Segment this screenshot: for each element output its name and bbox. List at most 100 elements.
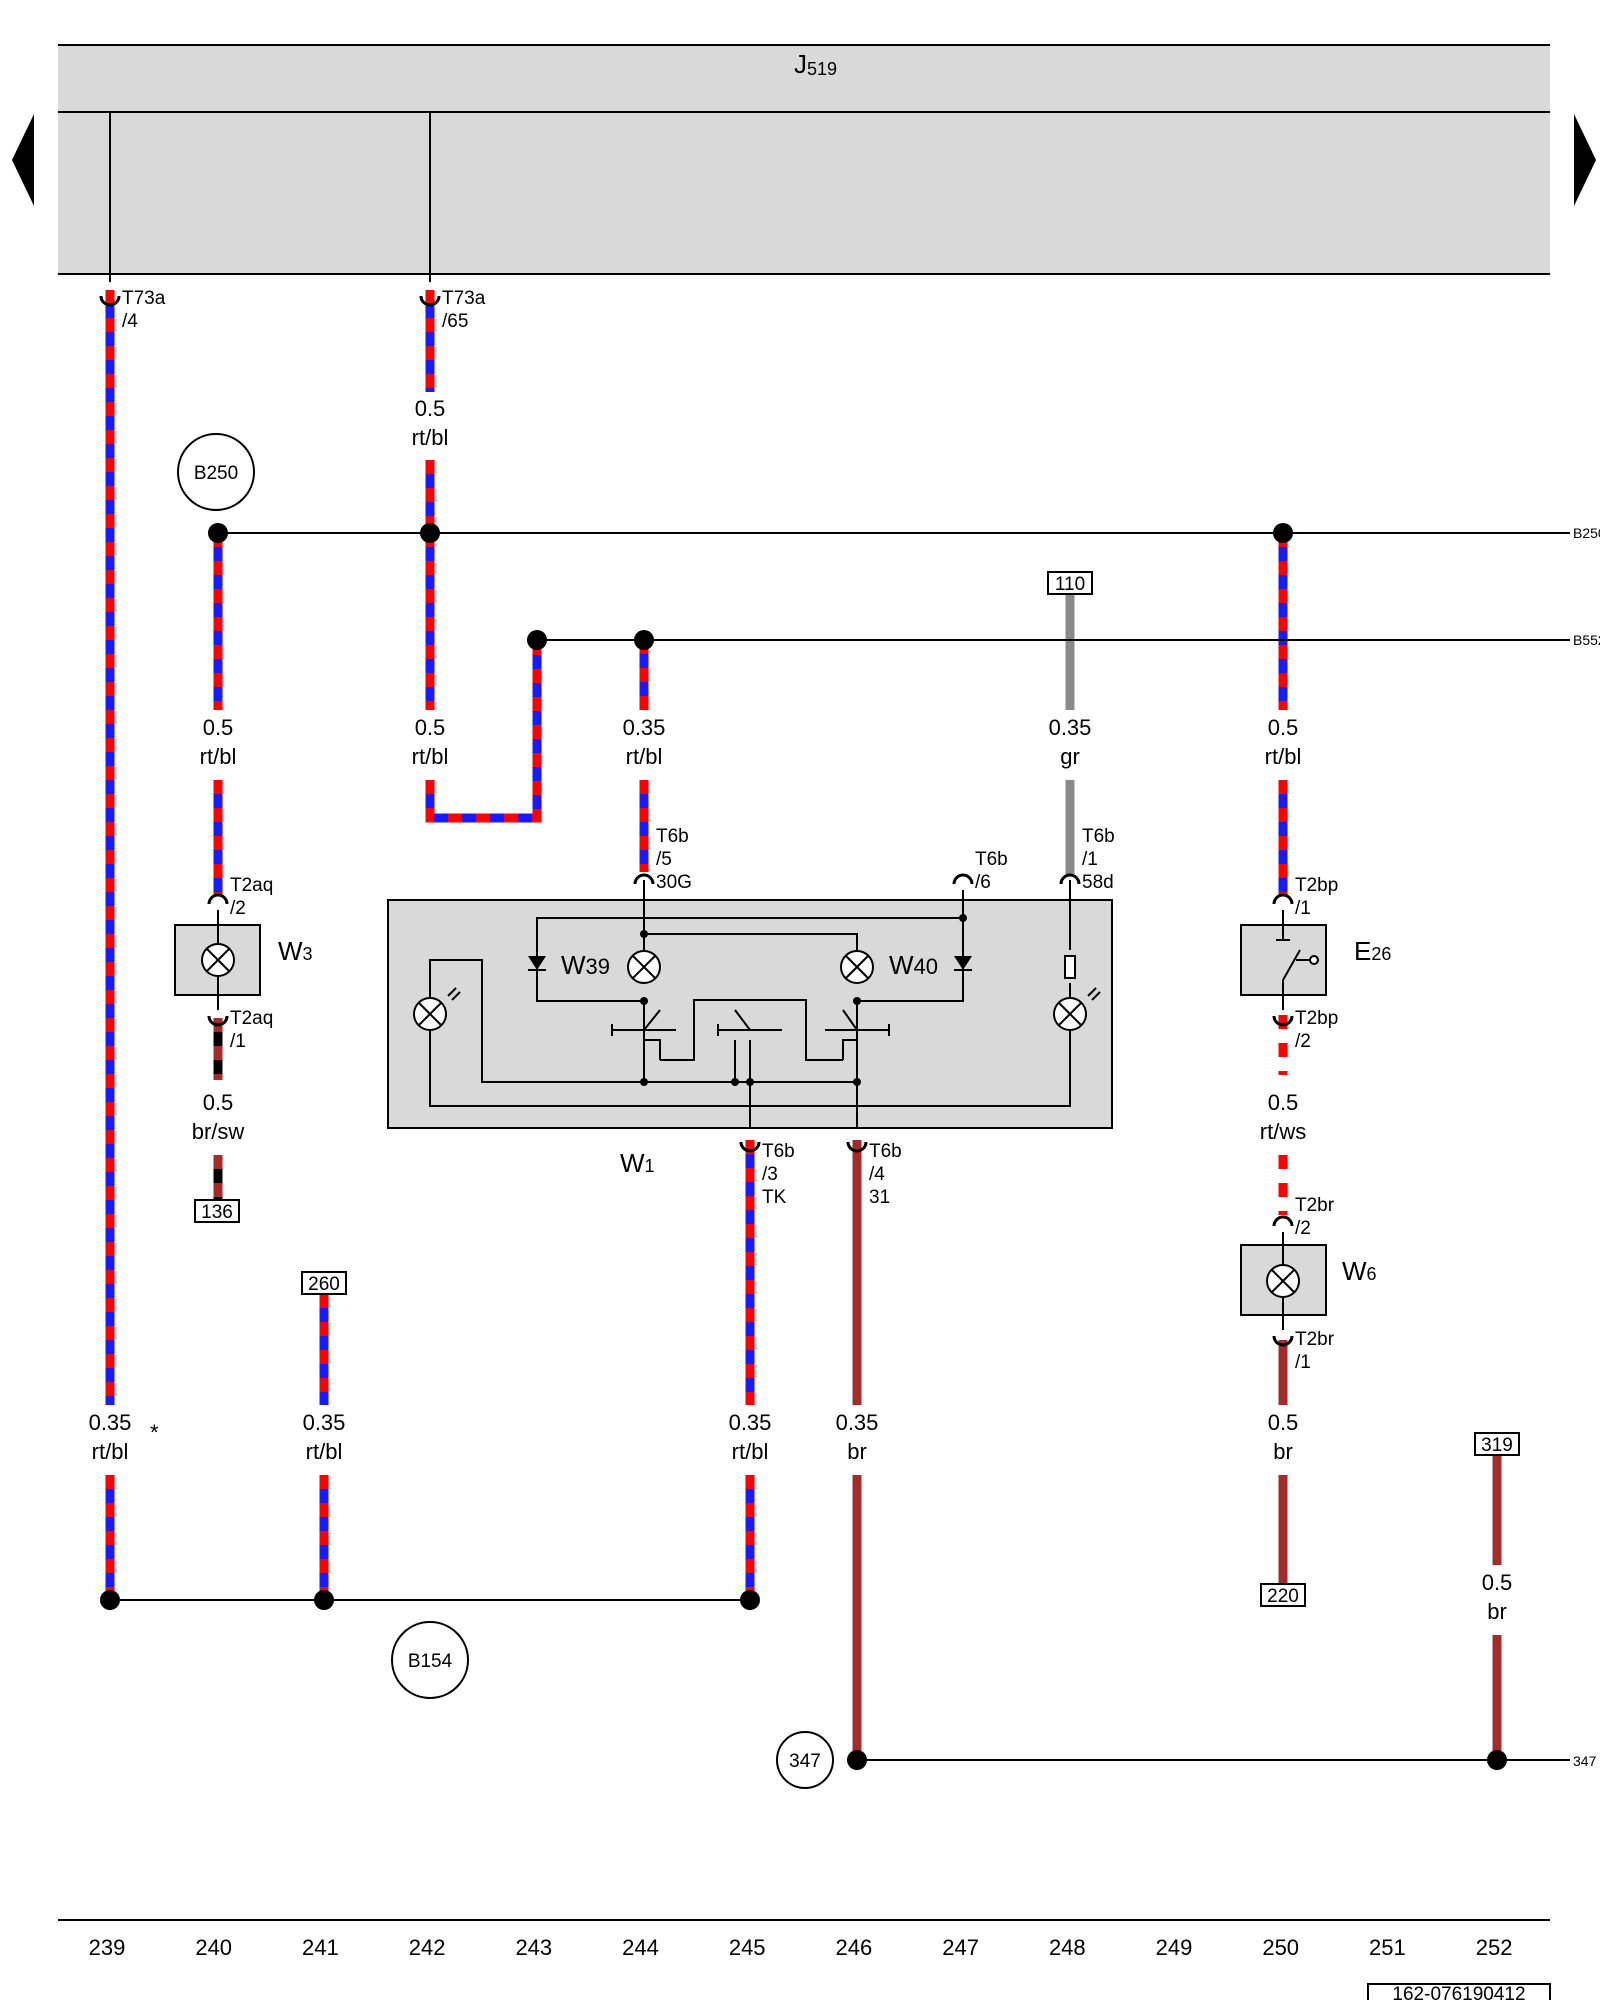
svg-text:110: 110 (1055, 574, 1085, 595)
connector-label: /2 (1295, 1031, 1311, 1052)
component-w3: W3 (278, 936, 313, 966)
ecu-body (58, 112, 1550, 274)
connector-w3_bot[interactable]: T2aq/1 (207, 1008, 273, 1052)
track-number: 243 (515, 1935, 552, 1960)
diode-icon (528, 956, 546, 970)
connector-label: /5 (656, 849, 672, 870)
svg-text:0.5: 0.5 (203, 1090, 234, 1115)
svg-text:0.5: 0.5 (1482, 1570, 1513, 1595)
svg-text:br: br (1273, 1439, 1293, 1464)
svg-text:0.35: 0.35 (1049, 715, 1092, 740)
svg-text:rt/bl: rt/bl (626, 744, 663, 769)
connector-label: T73a (442, 288, 486, 309)
connector-label: /1 (1082, 849, 1098, 870)
connector-e26_bot[interactable]: T2bp/2 (1272, 1008, 1338, 1052)
component-e26: E26 (1354, 936, 1391, 966)
led-icon (1053, 955, 1101, 1031)
page-ref-110[interactable]: 110 (1047, 571, 1093, 595)
connector-c239_top[interactable]: T73a/4 (99, 288, 166, 332)
connector-label: /1 (1295, 898, 1311, 919)
wire-label-w242_top: 0.5 rt/bl (412, 396, 449, 450)
doc-id: 162-076190412 (1392, 1984, 1525, 2000)
svg-text:0.35: 0.35 (623, 715, 666, 740)
svg-text:rt/bl: rt/bl (200, 744, 237, 769)
svg-text:319: 319 (1481, 1435, 1513, 1456)
component-w39: W39 (561, 950, 610, 980)
ref-circle-b250-label: B250 (194, 463, 238, 484)
svg-text:260: 260 (308, 1274, 340, 1295)
connector-w3_top[interactable]: T2aq/2 (207, 875, 273, 919)
connector-label: T6b (762, 1141, 795, 1162)
svg-text:136: 136 (201, 1202, 233, 1223)
connector-label: T2bp (1295, 875, 1338, 896)
connector-label: T6b (869, 1141, 902, 1162)
page-ref-220[interactable]: 220 (1260, 1583, 1306, 1607)
svg-text:0.35: 0.35 (729, 1410, 772, 1435)
svg-text:0.5: 0.5 (415, 715, 446, 740)
track-number: 239 (89, 1935, 126, 1960)
wire-label-w248: 0.35 gr (1049, 715, 1092, 769)
wire-label-w240: 0.5 rt/bl (200, 715, 237, 769)
asterisk-note: * (150, 1420, 159, 1445)
connector-e26_top[interactable]: T2bp/1 (1272, 875, 1338, 919)
wire-label-w250_low: 0.5br (1268, 1410, 1299, 1464)
svg-text:rt/bl: rt/bl (1265, 744, 1302, 769)
connector-label: 30G (656, 872, 692, 893)
svg-text:0.35: 0.35 (89, 1410, 132, 1435)
junction-dots (100, 523, 1507, 1770)
svg-text:rt/bl: rt/bl (412, 425, 449, 450)
svg-text:rt/bl: rt/bl (92, 1439, 129, 1464)
ref-circle-b154-label: B154 (408, 1651, 453, 1672)
connector-label: T73a (122, 288, 166, 309)
page-ref-136[interactable]: 136 (194, 1199, 240, 1223)
track-number: 241 (302, 1935, 339, 1960)
nav-right-arrow-icon[interactable] (1574, 114, 1596, 206)
svg-text:0.5: 0.5 (415, 396, 446, 421)
ecu-name: J519 (794, 49, 837, 79)
track-number: 240 (195, 1935, 232, 1960)
bulb-icon (201, 943, 235, 977)
svg-text:0.35: 0.35 (303, 1410, 346, 1435)
connector-label: T2br (1295, 1195, 1335, 1216)
ref-circle-347[interactable] (776, 1731, 834, 1789)
ref-circle-b250[interactable] (177, 433, 255, 511)
connector-t6b_6[interactable]: T6b/6 (952, 849, 1008, 893)
wire-label-w242_mid: 0.5rt/bl (412, 715, 449, 769)
connector-t6b_3[interactable]: T6b/3TK (739, 1141, 795, 1208)
track-number: 242 (409, 1935, 446, 1960)
wire-label-w252: 0.5 br (1482, 1570, 1513, 1624)
connector-label: /4 (122, 311, 138, 332)
connector-label: T6b (656, 826, 689, 847)
bulb-icon (1266, 1264, 1300, 1298)
page-ref-260[interactable]: 260 (301, 1271, 347, 1295)
svg-text:0.5: 0.5 (203, 715, 234, 740)
connector-label: T2bp (1295, 1008, 1338, 1029)
page-ref-319[interactable]: 319 (1474, 1432, 1520, 1456)
ref-circle-b154[interactable] (391, 1621, 469, 1699)
connector-label: TK (762, 1187, 787, 1208)
nav-left-arrow-icon[interactable] (12, 114, 34, 206)
svg-text:0.35: 0.35 (836, 1410, 879, 1435)
connector-label: /6 (975, 872, 991, 893)
connector-w6_top[interactable]: T2br/2 (1272, 1195, 1335, 1239)
connector-t6b_4[interactable]: T6b/431 (846, 1141, 902, 1208)
wire-label-w246: 0.35 br (836, 1410, 879, 1464)
connector-label: /2 (1295, 1218, 1311, 1239)
svg-text:br: br (847, 1439, 867, 1464)
svg-text:br: br (1487, 1599, 1507, 1624)
connector-label: /3 (762, 1164, 778, 1185)
ref-circle-347-label: 347 (789, 1751, 821, 1772)
connector-label: /1 (1295, 1352, 1311, 1373)
doc-id-box (1367, 1983, 1551, 2000)
connector-w6_bot[interactable]: T2br/1 (1272, 1329, 1335, 1373)
svg-text:br/sw: br/sw (192, 1119, 245, 1144)
svg-text:gr: gr (1060, 744, 1080, 769)
svg-text:rt/ws: rt/ws (1260, 1119, 1306, 1144)
connector-c242_top[interactable]: T73a/65 (419, 288, 486, 332)
track-number: 252 (1476, 1935, 1513, 1960)
svg-text:rt/bl: rt/bl (732, 1439, 769, 1464)
switch-icon (1276, 939, 1319, 981)
